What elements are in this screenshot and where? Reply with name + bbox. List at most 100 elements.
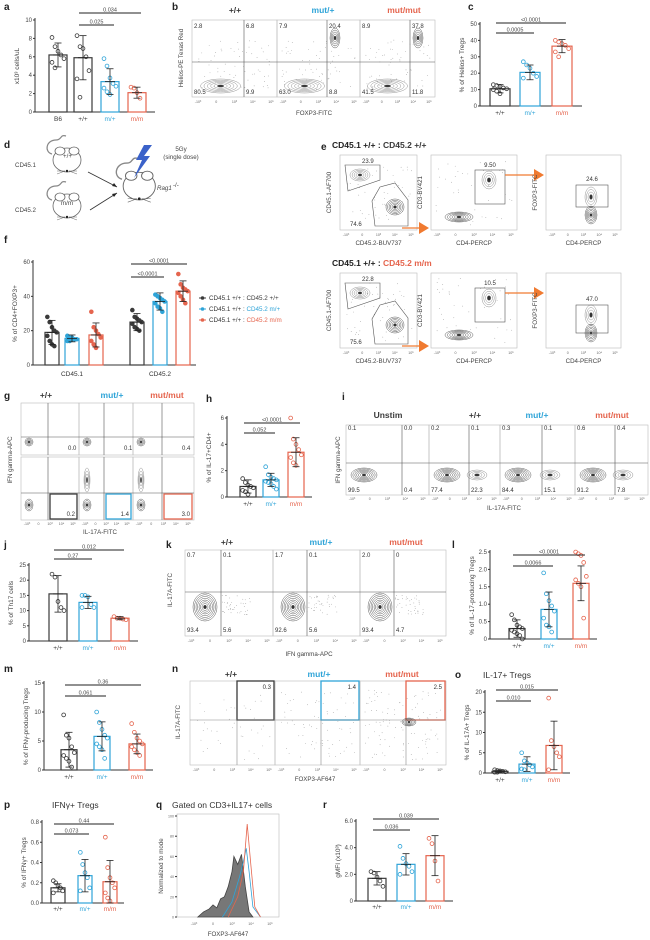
y-tick-label: 0 — [29, 110, 33, 116]
x-axis-label: IFN gamma-APC — [285, 651, 333, 658]
genotype-title: mut/mut — [385, 669, 419, 679]
event-dot — [407, 72, 409, 73]
x-category-label: +/+ — [495, 110, 505, 117]
event-dot — [234, 65, 236, 67]
event-dot — [413, 733, 415, 735]
quadrant-value-upper-left: 0.1 — [348, 426, 357, 432]
event-dot — [408, 743, 409, 745]
contour — [280, 592, 306, 622]
event-dot — [282, 70, 284, 71]
contour — [83, 500, 91, 510]
event-dot — [254, 73, 255, 75]
flow-x-tick: 10⁵ — [639, 497, 645, 501]
event-dot — [376, 81, 378, 83]
event-dot — [308, 602, 310, 604]
y-tick-label: 4 — [221, 442, 225, 448]
flow-x-tick: 10³ — [400, 639, 406, 643]
event-dot — [204, 711, 205, 712]
event-dot — [381, 732, 383, 734]
event-dot — [372, 89, 374, 90]
x-category-label: m/+ — [82, 645, 93, 652]
contour — [350, 467, 378, 483]
event-dot — [204, 76, 206, 77]
event-dot — [363, 305, 365, 307]
event-dot — [210, 60, 212, 61]
event-dot — [262, 51, 264, 53]
event-dot — [348, 189, 350, 190]
event-dot — [403, 744, 404, 746]
event-dot — [436, 717, 438, 719]
event-dot — [256, 57, 258, 58]
x-category-label: CD45.2 — [149, 371, 171, 378]
data-point — [103, 890, 108, 896]
event-dot — [504, 342, 506, 343]
event-dot — [375, 214, 377, 216]
event-dot — [414, 606, 416, 607]
event-dot — [245, 707, 247, 709]
x-category-label: m/m — [429, 904, 442, 911]
flow-x-tick: 10⁵ — [264, 639, 270, 643]
event-dot — [339, 727, 341, 729]
event-dot — [382, 55, 384, 56]
event-dot — [396, 606, 397, 608]
event-dot — [393, 294, 394, 295]
x-axis-label: IL-17A-FITC — [83, 529, 118, 536]
event-dot — [245, 614, 247, 615]
event-dot — [367, 86, 368, 88]
event-dot — [286, 748, 287, 749]
genotype-title: +/+ — [469, 410, 481, 420]
y-tick-label: 0 — [221, 495, 225, 501]
event-dot — [223, 71, 225, 73]
event-dot — [233, 51, 235, 52]
event-dot — [257, 69, 259, 71]
flow-x-tick: 10⁴ — [250, 100, 256, 104]
event-dot — [353, 311, 354, 313]
contour — [284, 78, 325, 94]
flow-x-tick: -10³ — [24, 522, 31, 526]
y-tick-label: 0 — [474, 104, 478, 110]
event-dot — [349, 183, 351, 184]
event-dot — [250, 709, 251, 710]
event-dot — [374, 690, 376, 692]
contour — [294, 82, 315, 90]
event-dot — [350, 48, 352, 49]
event-dot — [339, 740, 340, 742]
contour — [86, 476, 88, 484]
contour — [217, 84, 225, 88]
event-dot — [497, 327, 499, 329]
event-dot — [316, 700, 318, 702]
donor1-label: CD45.1 — [15, 162, 37, 169]
data-point — [271, 476, 276, 481]
quadrant-value-upper-right: 20.4 — [329, 24, 341, 30]
event-dot — [249, 40, 250, 42]
y-tick-label: 6.0 — [345, 819, 354, 825]
event-dot — [380, 724, 382, 726]
contour — [140, 476, 142, 484]
flow-x-tick: 10⁵ — [408, 351, 414, 355]
event-dot — [380, 739, 382, 740]
event-dot — [404, 80, 406, 82]
event-dot — [309, 63, 311, 65]
contour — [85, 503, 89, 507]
x-category-label: +/+ — [243, 501, 253, 508]
event-dot — [267, 75, 269, 77]
event-dot — [240, 602, 242, 604]
event-dot — [378, 48, 380, 50]
contour — [291, 605, 295, 609]
event-dot — [384, 203, 386, 205]
event-dot — [367, 703, 369, 704]
y-tick-label: 1.0 — [479, 602, 488, 608]
quadrant-value: 0.0 — [68, 446, 77, 452]
flow-x-tick: -10³ — [503, 497, 510, 501]
event-dot — [244, 758, 245, 760]
panel-letter-m: m — [4, 664, 13, 675]
contour — [437, 469, 457, 481]
contour — [401, 717, 417, 727]
panel-letter-p: p — [4, 800, 10, 811]
x-axis-label: CD45.2-BUV737 — [355, 358, 402, 365]
event-dot — [402, 169, 404, 171]
event-dot — [412, 43, 414, 45]
x-axis-label: FOXP3-FITC — [296, 110, 333, 117]
contour — [354, 469, 374, 481]
data-point — [492, 767, 497, 773]
